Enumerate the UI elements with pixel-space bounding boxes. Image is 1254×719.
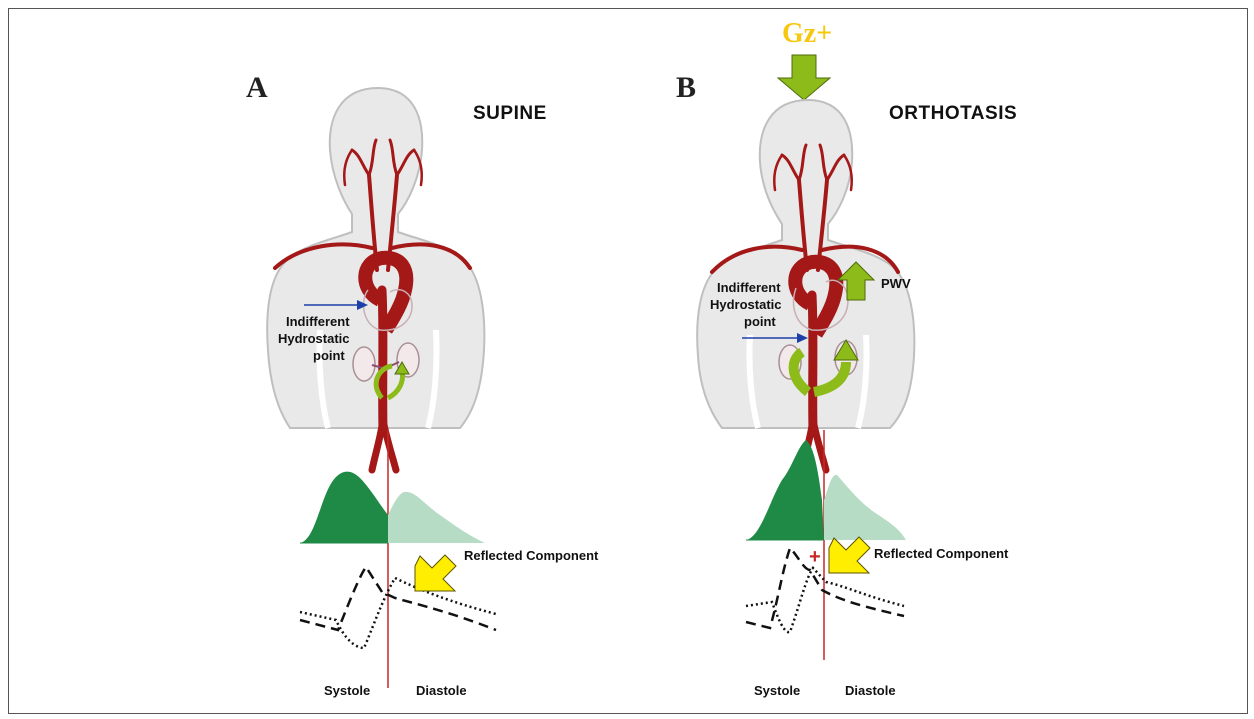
panel-b-dotted-curve (746, 568, 904, 632)
panel-a-systole-label: Systole (324, 683, 370, 698)
panel-b-letter: B (676, 71, 696, 104)
panel-a-reflected-label: Reflected Component (464, 548, 599, 563)
panel-b-reflected-label: Reflected Component (874, 546, 1009, 561)
panel-b-diastole-label: Diastole (845, 683, 896, 698)
panel-b-reflected-wave (824, 475, 906, 540)
panel-a-left-kidney-icon (353, 347, 375, 381)
panel-b-reflection-marker: + (809, 546, 821, 568)
panel-a-letter: A (246, 71, 268, 104)
panel-b-gz-down-arrow-icon (778, 55, 830, 100)
panel-b-systole-label: Systole (754, 683, 800, 698)
panel-a-dashed-curve (300, 567, 496, 630)
panel-b-title: ORTHOTASIS (889, 103, 1017, 124)
panel-a-reflected-wave (388, 492, 485, 543)
panel-a-yellow-arrow-icon (415, 555, 456, 591)
panel-a-title: SUPINE (473, 103, 547, 124)
panel-a: A SUPINE (246, 71, 599, 698)
panel-b-gz-label: Gz+ (782, 18, 832, 49)
panel-a-dotted-curve (300, 578, 496, 648)
panel-a-diastole-label: Diastole (416, 683, 467, 698)
panel-b: B ORTHOTASIS Gz+ PWV (676, 18, 1017, 698)
panel-b-forward-wave (746, 440, 824, 540)
panel-b-yellow-arrow-icon (829, 537, 870, 573)
panel-a-forward-wave (300, 472, 388, 543)
panel-b-pwv-label: PWV (881, 276, 911, 291)
